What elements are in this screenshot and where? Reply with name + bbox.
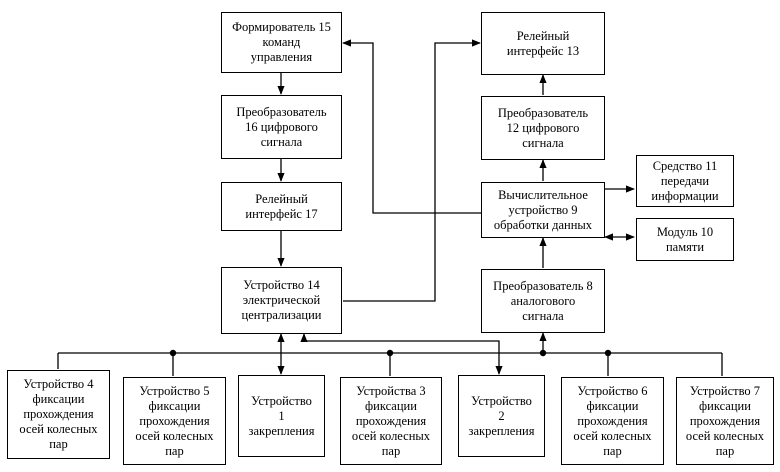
- block-16-digital-converter: Преобразователь 16 цифрового сигнала: [221, 95, 342, 159]
- block-13-relay-interface: Релейный интерфейс 13: [481, 12, 605, 75]
- block-8-analog-converter: Преобразователь 8 аналогового сигнала: [481, 269, 605, 333]
- block-17-relay-interface: Релейный интерфейс 17: [221, 182, 342, 231]
- arrow-14-to-13: [343, 43, 480, 301]
- block-9-computing-device: Вычислительное устройство 9 обработки да…: [481, 182, 605, 238]
- device-1-fixing: Устройство 1 закрепления: [238, 375, 325, 457]
- device-7-axle-counter: Устройство 7 фиксации прохождения осей к…: [676, 377, 774, 465]
- block-15-command-former: Формирователь 15 команд управления: [221, 12, 342, 73]
- device-6-axle-counter: Устройство 6 фиксации прохождения осей к…: [561, 377, 664, 465]
- device-4-axle-counter: Устройство 4 фиксации прохождения осей к…: [7, 370, 110, 459]
- arrow-14-to-d2: [304, 334, 499, 374]
- block-14-electric-centralization: Устройство 14 электрической централизаци…: [221, 267, 342, 334]
- device-2-fixing: Устройство 2 закрепления: [458, 375, 545, 457]
- block-10-memory-module: Модуль 10 памяти: [636, 218, 734, 261]
- arrow-9-to-15: [343, 43, 482, 213]
- device-3-axle-counter: Устройства 3 фиксации прохождения осей к…: [340, 377, 442, 465]
- block-11-transmission: Средство 11 передачи информации: [636, 155, 734, 207]
- block-12-digital-converter: Преобразователь 12 цифрового сигнала: [481, 96, 605, 160]
- device-5-axle-counter: Устройство 5 фиксации прохождения осей к…: [123, 377, 226, 465]
